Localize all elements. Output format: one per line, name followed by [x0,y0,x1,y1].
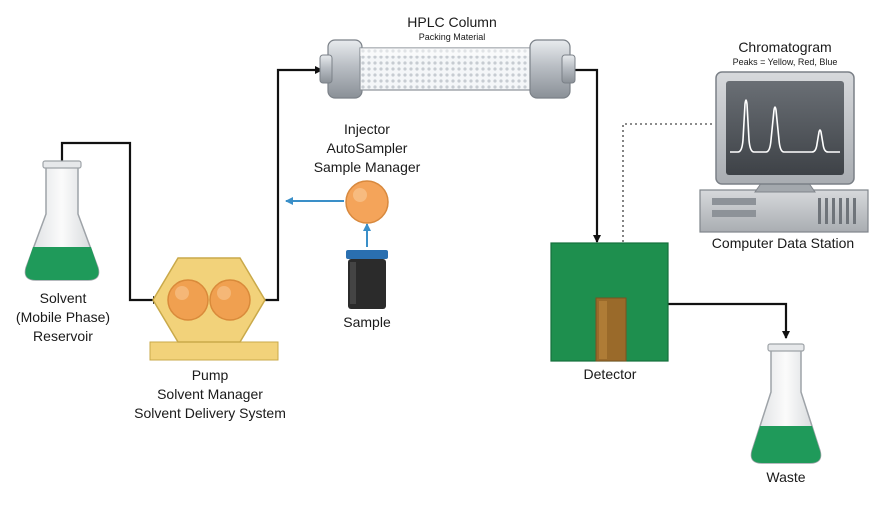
line-pump-to-column [262,66,323,302]
pump-icon [149,257,279,361]
sample-label: Sample [343,314,391,330]
injector-icon [345,180,389,224]
injector-label-2: AutoSampler [327,140,408,156]
injector-label-3: Sample Manager [314,159,421,175]
pump-label-2: Solvent Manager [157,386,263,402]
injector-label-1: Injector [344,121,390,137]
solvent-flask-icon [24,160,100,281]
pump-label-1: Pump [192,367,229,383]
computer-label: Computer Data Station [712,235,854,251]
pump-label-3: Solvent Delivery System [134,405,286,421]
solvent-label-1: Solvent [40,290,87,306]
chromatogram-title: Chromatogram [738,39,831,55]
solvent-label-3: Reservoir [33,328,93,344]
column-title: HPLC Column [407,14,496,30]
line-column-to-detector [575,68,601,243]
column-subtitle: Packing Material [419,32,486,42]
detector-icon [550,242,669,362]
solvent-label-2: (Mobile Phase) [16,309,110,325]
chromatogram-subtitle: Peaks = Yellow, Red, Blue [733,57,838,67]
detector-label: Detector [584,366,637,382]
computer-icon [699,71,869,233]
waste-label: Waste [766,469,805,485]
chromatogram-trace [730,99,840,153]
line-detector-to-waste [668,302,790,339]
sample-vial-icon [346,250,388,309]
hplc-column-icon [319,39,576,99]
waste-flask-icon [750,343,822,464]
